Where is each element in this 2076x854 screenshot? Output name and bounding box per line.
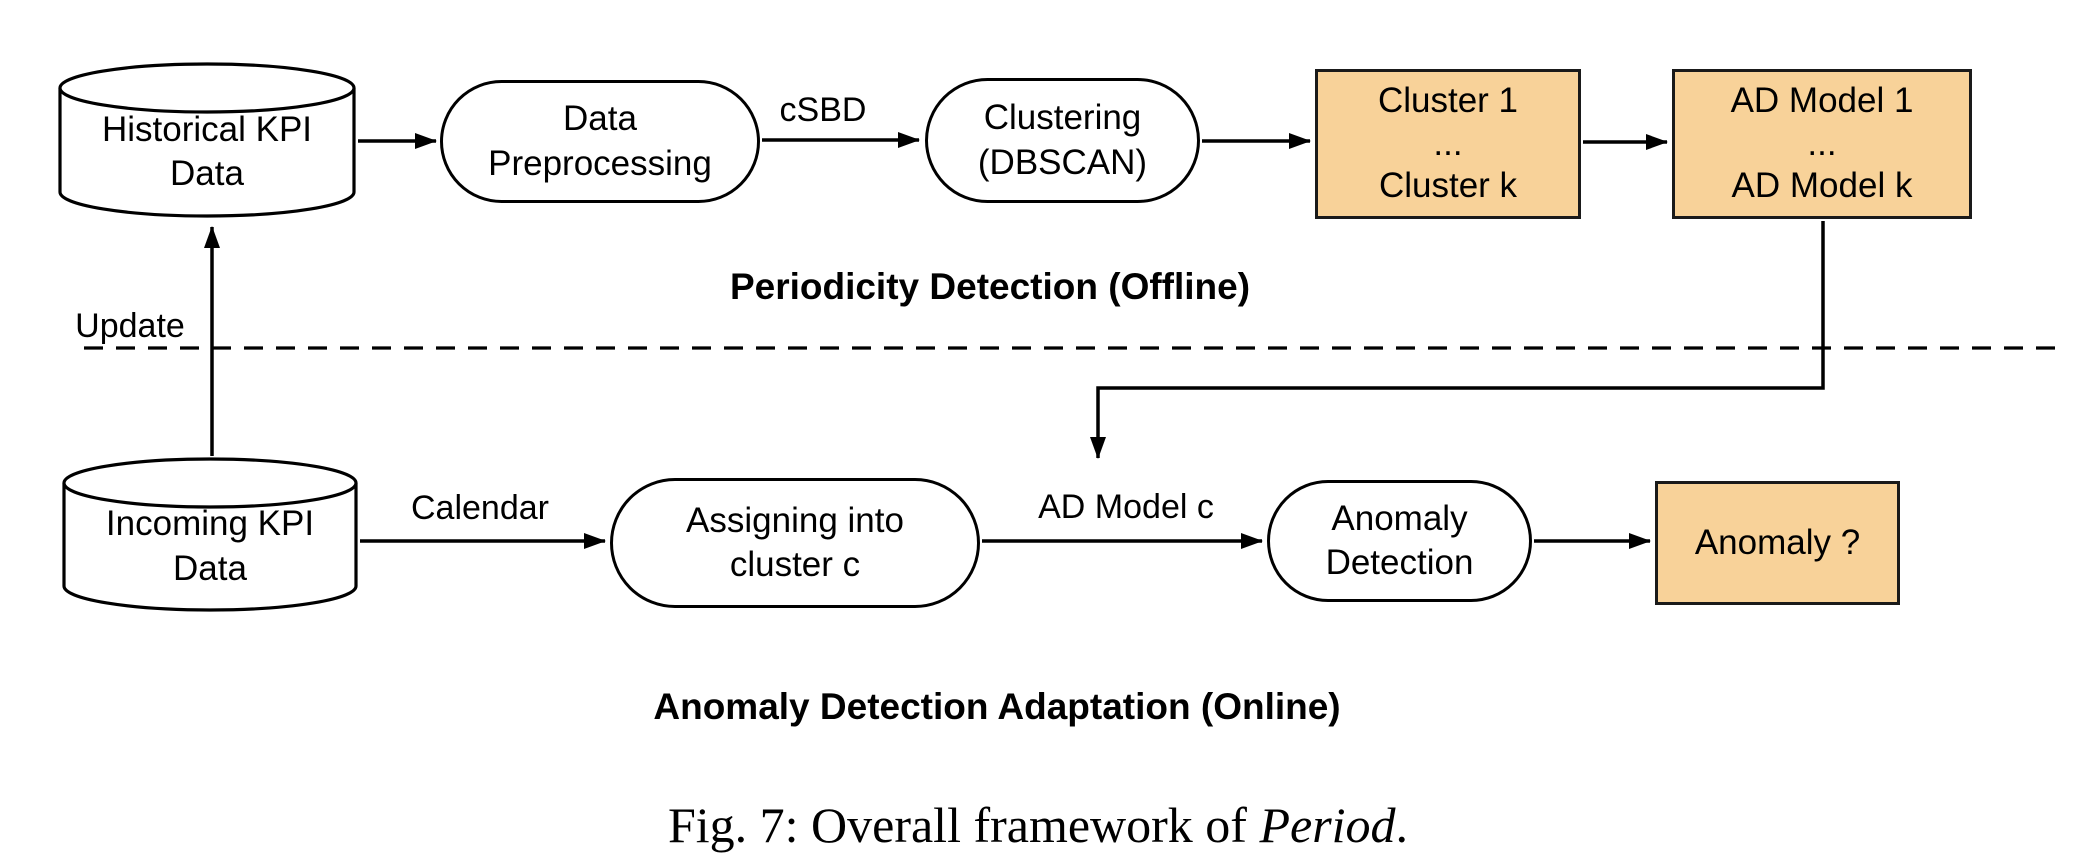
- cylinder-shape: [62, 457, 358, 612]
- caption-suffix: .: [1395, 797, 1409, 853]
- node-ad-models: AD Model 1 ... AD Model k: [1672, 69, 1972, 219]
- node-clusters-label: Cluster 1 ... Cluster k: [1377, 80, 1519, 206]
- node-historical-kpi-label: Historical KPI Data: [101, 109, 313, 193]
- figure-caption: Fig. 7: Overall framework of Period.: [0, 796, 2076, 854]
- node-incoming-kpi-data: Incoming KPI Data: [62, 457, 358, 612]
- node-clusters: Cluster 1 ... Cluster k: [1315, 69, 1581, 219]
- node-anomaly-detection-label: Anomaly Detection: [1325, 498, 1474, 582]
- node-historical-kpi-data: Historical KPI Data: [58, 62, 356, 218]
- node-clustering-dbscan: Clustering (DBSCAN): [925, 78, 1200, 203]
- node-data-preprocessing-label: Data Preprocessing: [488, 99, 712, 183]
- caption-prefix: Fig. 7: Overall framework of: [667, 797, 1260, 853]
- section-label-offline: Periodicity Detection (Offline): [729, 266, 1251, 307]
- arrow-admodelk-to-online-elbow: [1090, 221, 1825, 459]
- edge-label-calendar: Calendar: [411, 489, 549, 527]
- node-anomaly-detection: Anomaly Detection: [1267, 480, 1532, 602]
- edge-label-update: Update: [75, 307, 185, 345]
- node-anomaly-result: Anomaly ?: [1655, 481, 1900, 605]
- node-assigning-label: Assigning into cluster c: [686, 500, 904, 584]
- node-ad-models-label: AD Model 1 ... AD Model k: [1730, 80, 1914, 206]
- section-label-online: Anomaly Detection Adaptation (Online): [653, 686, 1341, 727]
- cylinder-shape: [58, 62, 356, 218]
- node-clustering-label: Clustering (DBSCAN): [977, 98, 1148, 182]
- node-anomaly-result-label: Anomaly ?: [1694, 522, 1861, 562]
- node-assigning-into-cluster: Assigning into cluster c: [610, 478, 980, 608]
- node-data-preprocessing: Data Preprocessing: [440, 80, 760, 203]
- caption-emphasis: Period: [1259, 797, 1396, 853]
- edge-label-ad-model-c: AD Model c: [1038, 488, 1214, 526]
- edge-label-csbd: cSBD: [779, 91, 867, 129]
- node-incoming-kpi-label: Incoming KPI Data: [105, 504, 315, 588]
